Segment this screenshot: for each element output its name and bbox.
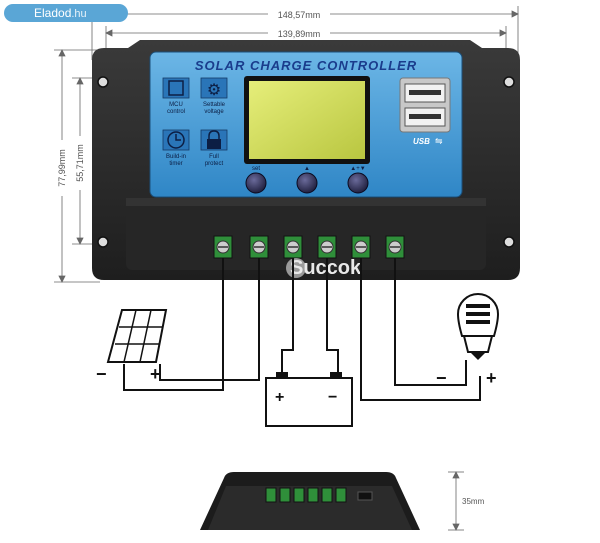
- panel-title: SOLAR CHARGE CONTROLLER: [195, 58, 417, 73]
- side-terminal: [279, 487, 291, 503]
- site-badge-domain: .hu: [71, 8, 87, 20]
- light-bulb: [456, 293, 500, 360]
- dimension-depth: [448, 471, 464, 531]
- button-set[interactable]: set: [245, 166, 267, 194]
- load-plus-label: +: [486, 368, 497, 388]
- watermark: Succok: [286, 257, 362, 279]
- lock-icon: [207, 130, 221, 149]
- button-up-down[interactable]: ▲+▼: [347, 166, 369, 194]
- feature-timer-line2: timer: [169, 161, 182, 167]
- panel-plus-label: +: [150, 364, 161, 384]
- terminal-screw: [351, 235, 371, 259]
- side-terminal: [321, 487, 333, 503]
- terminal-screw: [213, 235, 233, 259]
- feature-settable-voltage: ⚙ Settable voltage: [200, 77, 228, 115]
- feature-voltage-line1: Settable: [203, 102, 226, 108]
- chip-icon: [168, 80, 184, 96]
- clock-icon: [167, 131, 185, 149]
- battery-minus-label: −: [328, 389, 337, 406]
- side-terminal: [265, 487, 277, 503]
- feature-voltage-line2: voltage: [204, 109, 224, 115]
- terminal-screw: [283, 235, 303, 259]
- mounting-hole: [503, 236, 515, 248]
- feature-full-protect: Full protect: [200, 129, 228, 167]
- button-up[interactable]: ▲: [296, 166, 318, 194]
- side-terminal: [293, 487, 305, 503]
- battery: [265, 372, 353, 427]
- load-minus-label: −: [436, 368, 447, 388]
- terminal-screw: [385, 235, 405, 259]
- terminal-screw: [317, 235, 337, 259]
- site-badge[interactable]: Eladod.hu: [4, 4, 128, 22]
- panel-minus-label: −: [96, 364, 107, 384]
- side-view: [200, 472, 420, 530]
- mounting-hole: [97, 236, 109, 248]
- feature-mcu-line2: control: [167, 109, 185, 115]
- mounting-hole: [503, 76, 515, 88]
- dimension-height-outer-label: 77,99mm: [57, 149, 67, 187]
- side-terminal: [307, 487, 319, 503]
- dimension-width-outer-label: 148,57mm: [278, 10, 321, 20]
- feature-protect-line1: Full: [209, 154, 219, 160]
- battery-plus-label: +: [275, 389, 284, 406]
- feature-protect-line2: protect: [205, 161, 224, 167]
- usb-ports: USB ⇋: [399, 77, 451, 146]
- button-up-down-label: ▲+▼: [350, 166, 365, 172]
- button-set-label: set: [252, 166, 260, 172]
- dimension-height-inner-label: 55,71mm: [75, 144, 85, 182]
- dimension-depth-label: 35mm: [462, 497, 485, 506]
- feature-mcu-line1: MCU: [169, 102, 183, 108]
- terminal-block: [213, 235, 405, 259]
- dimension-width-inner-label: 139,89mm: [278, 29, 321, 39]
- usb-label: USB: [413, 137, 430, 146]
- side-terminal: [335, 487, 347, 503]
- site-badge-brand: Eladod: [34, 6, 72, 20]
- terminal-screw: [249, 235, 269, 259]
- solar-panel: [106, 309, 168, 363]
- usb-icon: ⇋: [435, 136, 443, 146]
- feature-build-in-timer: Build-in timer: [162, 129, 190, 167]
- wiring: [123, 258, 481, 401]
- button-up-label: ▲: [304, 166, 310, 172]
- feature-timer-line1: Build-in: [166, 154, 186, 160]
- feature-mcu-control: MCU control: [162, 77, 190, 115]
- gear-icon: ⚙: [207, 82, 221, 99]
- mounting-hole: [97, 76, 109, 88]
- charge-controller: SOLAR CHARGE CONTROLLER MCU control ⚙ Se…: [92, 40, 520, 280]
